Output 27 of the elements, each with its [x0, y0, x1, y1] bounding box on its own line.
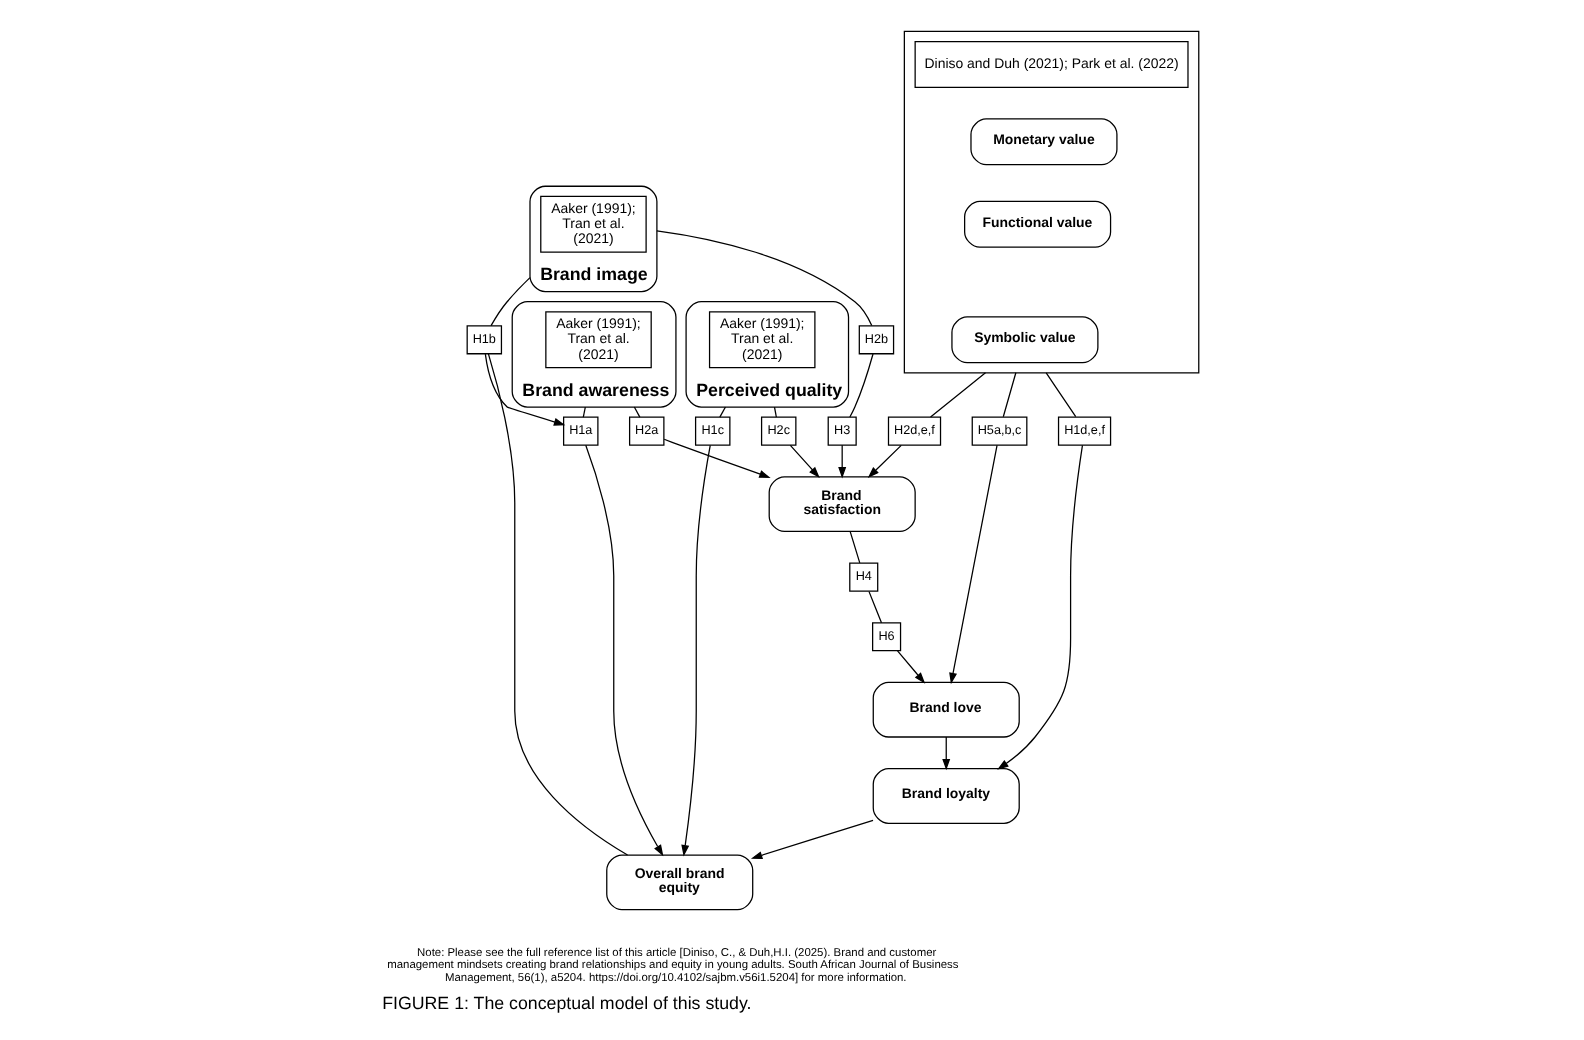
connector: [486, 353, 628, 856]
connector: [928, 372, 986, 418]
arrow: [895, 650, 925, 684]
arrow: [788, 444, 819, 479]
caption: FIGURE 1: The conceptual model of this study.: [381, 992, 751, 1013]
connector: [489, 277, 530, 327]
arrow: [948, 444, 997, 685]
arrow: [662, 438, 770, 478]
arrow: [996, 444, 1083, 770]
connector: [632, 406, 640, 418]
arrow: [837, 444, 846, 479]
connector: [655, 230, 872, 327]
connector: [772, 406, 776, 418]
arrow: [749, 819, 873, 860]
connector: [718, 406, 726, 418]
arrow: [866, 444, 901, 478]
connector: [1044, 372, 1076, 418]
arrow: [680, 444, 710, 857]
arrow: [584, 444, 663, 857]
connector: [867, 591, 882, 624]
connector: [581, 406, 585, 418]
connector: [848, 353, 873, 418]
arrow: [483, 353, 565, 426]
cluster: [902, 30, 1199, 374]
arrow: [941, 736, 950, 771]
connector: [1001, 372, 1016, 418]
connector: [848, 531, 860, 564]
